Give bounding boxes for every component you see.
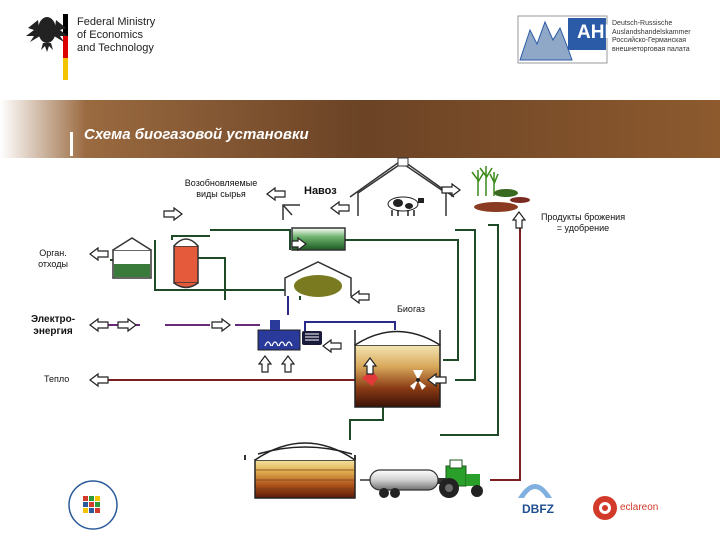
label-line: Возобновляемые xyxy=(184,178,258,188)
eclareon-logo-text: eclareon xyxy=(620,502,659,513)
arrow-up-icon xyxy=(280,355,296,373)
crop-icon xyxy=(471,166,499,196)
arrow-left-icon xyxy=(350,289,370,305)
ahk-subtitle-line: Deutsch-Russische xyxy=(612,20,673,27)
ahk-logo-text: AHK xyxy=(577,22,619,43)
dbfz-logo xyxy=(518,484,552,498)
page-title: Схема биогазовой установки xyxy=(84,126,309,143)
fertilizer-heap-icon xyxy=(474,189,530,212)
arrow-left-icon xyxy=(89,317,109,333)
ahk-subtitle: Deutsch-Russische Auslandshandelskammer … xyxy=(612,20,712,54)
dbfz-logo-text: DBFZ xyxy=(522,502,554,516)
pipes xyxy=(105,224,521,481)
arrow-left-icon xyxy=(89,246,109,262)
ministry-line: of Economics xyxy=(77,29,144,41)
arrow-up-icon xyxy=(362,357,378,375)
arrow-right-icon xyxy=(163,206,183,222)
eagle-emblem-icon xyxy=(26,17,68,52)
ministry-name: Federal Ministry of Economics and Techno… xyxy=(77,16,155,55)
label-line: = удобрение xyxy=(556,223,610,233)
tractor-trailer xyxy=(360,459,483,498)
ahk-subtitle-line: Российско-Германская xyxy=(612,37,687,44)
eclareon-logo xyxy=(593,496,617,520)
arrow-right-icon xyxy=(211,317,231,333)
organic-waste-bin xyxy=(112,237,152,279)
renewables-badge-logo xyxy=(68,480,118,530)
gas-storage xyxy=(284,261,352,297)
cow-icon xyxy=(387,196,424,216)
label-manure: Навоз xyxy=(304,185,337,197)
label-line: виды сырья xyxy=(196,189,246,199)
ahk-logo xyxy=(517,15,608,64)
label-renewable-raw-materials: Возобновляемые виды сырья xyxy=(170,178,272,200)
label-organic-waste: Орган. отходы xyxy=(28,248,78,270)
german-flag-icon xyxy=(63,14,68,80)
label-line: Продукты брожения xyxy=(540,212,626,222)
arrow-right-icon xyxy=(441,182,461,198)
arrow-left-icon xyxy=(427,372,447,388)
arrow-right-icon xyxy=(117,317,137,333)
banner xyxy=(0,100,720,158)
label-line: Электро- xyxy=(30,314,76,325)
feed-hopper xyxy=(282,204,300,220)
label-line: отходы xyxy=(38,259,68,269)
digester xyxy=(354,330,441,408)
arrow-up-icon xyxy=(511,211,527,229)
mixer-fan-icon xyxy=(410,370,426,390)
arrow-left-icon xyxy=(266,186,286,202)
arrow-left-icon xyxy=(322,338,342,354)
ministry-line: and Technology xyxy=(77,42,154,54)
arrow-right-icon xyxy=(291,236,307,252)
label-line: Орган. xyxy=(39,248,67,258)
ministry-line: Federal Ministry xyxy=(77,16,156,28)
label-line: энергия xyxy=(33,326,73,337)
digestate-storage xyxy=(254,442,356,499)
label-fermentation-products: Продукты брожения = удобрение xyxy=(526,212,640,234)
chp-engine xyxy=(257,320,322,351)
arrow-left-icon xyxy=(89,372,109,388)
hygienisation-tank xyxy=(173,238,199,289)
arrow-up-icon xyxy=(257,355,273,373)
arrow-left-icon xyxy=(330,200,350,216)
ahk-subtitle-line: Auslandshandelskammer xyxy=(612,28,691,36)
label-electricity: Электро- энергия xyxy=(24,314,82,338)
label-heat: Тепло xyxy=(44,374,70,384)
label-biogas: Биогаз xyxy=(397,304,426,314)
ahk-subtitle-line: внешнеторговая палата xyxy=(612,45,690,53)
flow-arrows xyxy=(89,182,527,388)
